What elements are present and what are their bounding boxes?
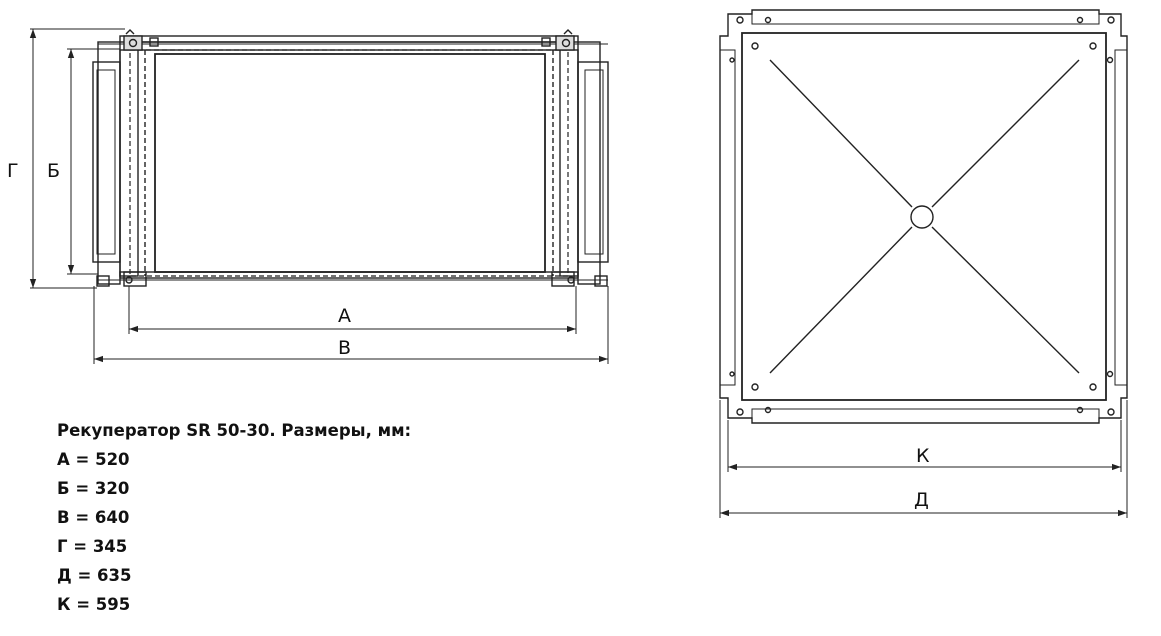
front-dimensions [719, 400, 1128, 518]
spec-title: Рекуператор SR 50-30. Размеры, мм: [57, 421, 412, 440]
dim-label-g: Г [7, 160, 19, 182]
dim-label-b: Б [47, 160, 60, 182]
dimensions-spec-list: Рекуператор SR 50-30. Размеры, мм: А = 5… [57, 416, 411, 619]
front-view [719, 9, 1128, 424]
dim-label-v: В [338, 337, 351, 359]
side-view [92, 29, 609, 287]
spec-d: Д = 635 [57, 566, 132, 585]
spec-k: К = 595 [57, 595, 131, 614]
side-dimensions [29, 28, 609, 364]
dim-label-a: А [338, 305, 351, 327]
spec-b: Б = 320 [57, 479, 130, 498]
dim-label-d: Д [914, 489, 929, 511]
spec-a: А = 520 [57, 450, 130, 469]
spec-v: В = 640 [57, 508, 130, 527]
dim-label-k: К [916, 445, 930, 467]
spec-g: Г = 345 [57, 537, 128, 556]
